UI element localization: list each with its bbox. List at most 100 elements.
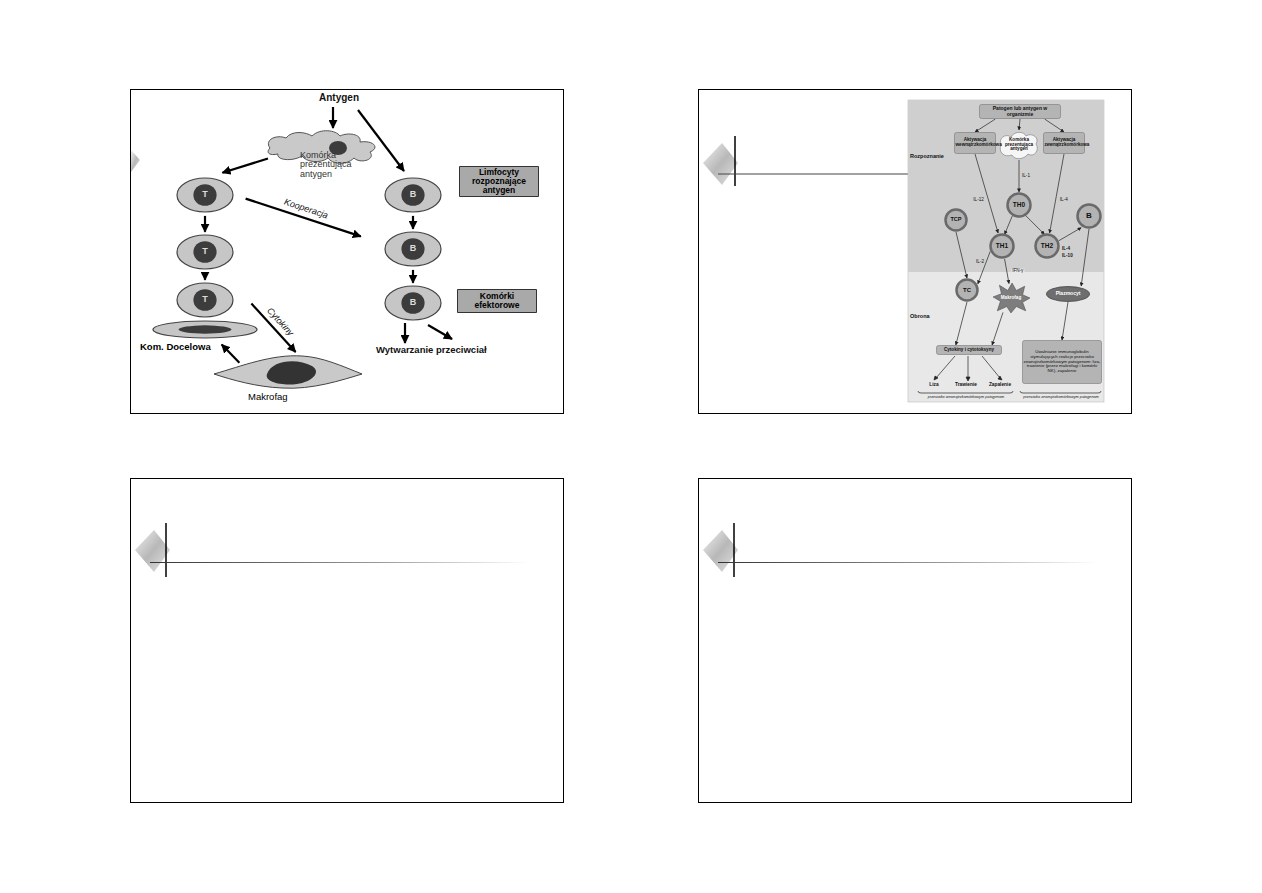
cell-nucleus (267, 361, 316, 384)
cell-membrane (177, 283, 233, 317)
box-outline (955, 133, 996, 154)
node-text: TCP (951, 217, 962, 223)
node-text: Makrofag (1001, 296, 1021, 301)
arrow-connector (204, 216, 206, 232)
node-text: B (410, 244, 417, 253)
cell-node: T (176, 234, 234, 270)
cell-node: TH1 (989, 233, 1015, 259)
node-text: T (202, 295, 208, 304)
cell-node: Aktywacja wewnątrzkomórkowa (954, 132, 996, 154)
text-label: Trawienie (951, 382, 981, 387)
node-text: TC (963, 287, 971, 293)
cell-membrane (177, 178, 233, 212)
edge-label: IL-1 (1021, 174, 1031, 179)
arrow-connector (978, 251, 991, 284)
cell-nucleus (193, 241, 216, 263)
arrow-connector (1005, 259, 1009, 284)
header-ornament (703, 136, 908, 186)
arrow-connector (1026, 215, 1045, 234)
node-text: Komórka prezentująca antygen (300, 151, 364, 179)
node-text: B (410, 298, 417, 307)
cell-node: B (1076, 203, 1102, 229)
text-label: Antygen (299, 93, 379, 104)
cell-node: Plazmocyt (1046, 286, 1090, 302)
box-outline (1023, 341, 1102, 384)
arrow-connector (1062, 302, 1068, 340)
header-ornament (703, 523, 1098, 577)
arrow-connector (1005, 215, 1013, 234)
text-label: Rozpoznanie (910, 154, 950, 160)
cell-circle (957, 280, 978, 301)
box-outline (980, 105, 1061, 119)
edge-label: IL-2 (975, 259, 985, 264)
node-text: T (202, 190, 208, 199)
edge-label: IFN-γ (1011, 269, 1024, 274)
node-text: B (1086, 212, 1092, 220)
cell-node: Aktywacja zewnątrzkomórkowa (1043, 132, 1085, 154)
box-outline (460, 167, 539, 197)
arrow-connector (956, 302, 967, 345)
arrow-connector (204, 273, 206, 280)
cell-node: Komórki efektorowe (457, 289, 537, 313)
cell-membrane (385, 232, 441, 266)
cell-node: Makrofag (991, 282, 1031, 314)
cell-node: Komórka prezentująca antygen (262, 126, 382, 182)
header-ornament (135, 523, 530, 577)
cell-membrane (153, 321, 257, 338)
cell-nucleus (401, 292, 424, 314)
arrow-connector (975, 119, 995, 132)
cell-node: TC (955, 278, 979, 302)
node-text: Aktywacja zewnątrzkomórkowa (1045, 138, 1084, 148)
cell-node: TH0 (1006, 192, 1032, 218)
cell-nucleus (193, 289, 216, 311)
cell-node: TH2 (1034, 233, 1060, 259)
node-text: Komórka prezentująca antygen (1000, 138, 1039, 152)
edge-label: IL-12 (972, 197, 984, 202)
arrow-connector (1019, 119, 1020, 130)
arrow-connector (1050, 154, 1064, 233)
cell-nucleus (179, 325, 232, 333)
cell-circle (1008, 194, 1031, 217)
slide-frame (130, 478, 564, 803)
node-text: Limfocyty rozpoznające antygen (461, 168, 538, 195)
arrow-connector (222, 159, 268, 173)
figure-background (908, 100, 1104, 402)
cell-nucleus (401, 238, 424, 260)
arrow-connector (975, 154, 998, 233)
text-label: IL-10 (1062, 254, 1082, 259)
node-text: Komórki efektorowe (459, 292, 536, 310)
node-text: Plazmocyt (1056, 291, 1081, 296)
cell-membrane (177, 235, 233, 269)
arrow-connector (222, 345, 240, 363)
text-label: Wytwarzanie przeciwciał (376, 345, 486, 355)
cell-membrane (385, 178, 441, 212)
arrow-connector (1059, 228, 1082, 241)
node-text: TH1 (996, 243, 1008, 250)
node-text: Patogen lub antygen w organizmie (981, 106, 1060, 117)
cell-node: Kom. Docelowa (140, 318, 262, 356)
node-text: TH2 (1041, 243, 1053, 250)
slide-frame (698, 478, 1132, 803)
cell-node: Komórka prezentująca antygen (998, 130, 1040, 160)
text-label: Obrona (910, 314, 950, 320)
plasma-cell (1047, 287, 1090, 302)
node-text: TH0 (1013, 202, 1025, 209)
cell-node: Makrofag (212, 352, 364, 406)
node-outline (212, 352, 364, 390)
node-text: Aktywacja wewnątrzkomórkowa (956, 138, 995, 148)
header-ornament (131, 150, 140, 172)
cell-circle (1036, 235, 1059, 258)
arrow-connector (412, 216, 414, 229)
box-outline (1044, 133, 1085, 154)
node-text: Kom. Docelowa (140, 342, 250, 352)
arrow-connector (992, 312, 1003, 345)
macrophage-body (214, 356, 362, 388)
arrow-connector (1019, 160, 1020, 192)
node-text: Makrofag (248, 392, 328, 402)
cell-circle (1078, 205, 1101, 228)
arrow-connector (1081, 229, 1089, 286)
text-label: Liza (919, 382, 949, 387)
cell-node: B (384, 231, 442, 267)
